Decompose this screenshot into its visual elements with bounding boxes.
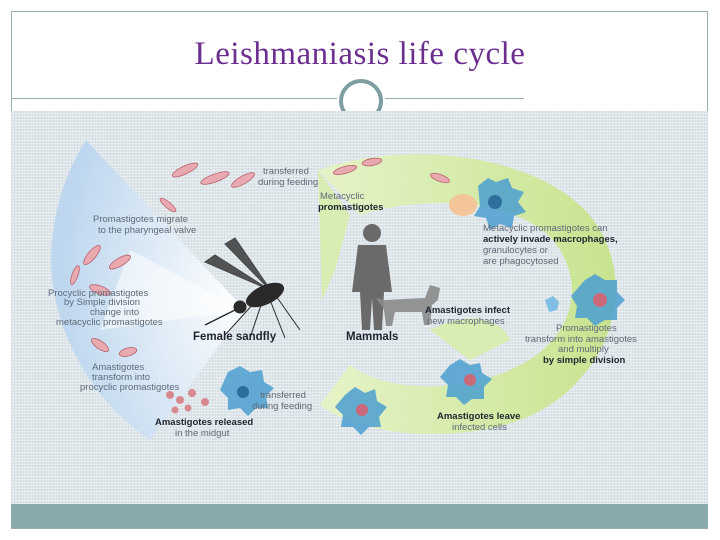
label-procyclic-4: metacyclic promastigotes [56, 317, 163, 328]
label-multiply-4: by simple division [543, 355, 626, 366]
dog-icon [376, 285, 440, 326]
label-invade-4: are phagocytosed [483, 256, 559, 267]
title-divider-right [382, 98, 524, 99]
label-invade-3: granulocytes or [483, 245, 548, 256]
label-migrate-2: to the pharyngeal valve [98, 225, 196, 236]
label-invade-1: Metacyclic promastigotes can [483, 223, 608, 234]
mammal-ring-tail [318, 170, 350, 300]
label-transferred-top-1: transferred [263, 166, 309, 177]
host-label-mammals: Mammals [346, 331, 398, 343]
mammal-ring [318, 154, 616, 435]
label-leave-1: Amastigotes leave [437, 411, 520, 422]
promastigote-group-top [159, 162, 255, 213]
label-leave-2: infected cells [452, 422, 507, 433]
label-infect-1: Amastigotes infect [425, 305, 511, 316]
label-transform-1: Amastigotes [92, 362, 145, 373]
granulocyte-cell [449, 194, 477, 216]
macrophage-cells [220, 178, 625, 435]
label-metacyclic-2: promastigotes [318, 202, 383, 213]
slide-title: Leishmaniasis life cycle [194, 36, 526, 72]
label-transform-3: procyclic promastigotes [80, 382, 180, 393]
label-procyclic-2: by Simple division [64, 297, 140, 308]
host-label-sandfly: Female sandfly [193, 331, 277, 343]
mammal-ring-arc-inner [430, 318, 510, 360]
midgut-amastigotes [166, 389, 209, 414]
promastigote-group-mammal [332, 157, 450, 184]
label-released-1: Amastigotes released [155, 417, 253, 428]
label-transform-2: transform into [92, 372, 150, 383]
footer-bar [11, 504, 708, 528]
label-transferred-bottom-1: transferred [260, 390, 306, 401]
title-divider-left [11, 98, 339, 99]
human-icon [352, 224, 392, 330]
promastigote-group-low [91, 337, 138, 357]
label-invade-2: actively invade macrophages, [483, 234, 618, 245]
label-procyclic-3: change into [90, 307, 139, 318]
label-migrate-1: Promastigotes migrate [93, 214, 188, 225]
sandfly-fan-inner [100, 250, 245, 330]
label-infect-2: new macrophages [427, 316, 505, 327]
sandfly-icon [203, 237, 301, 339]
label-transferred-bottom-2: during feeding [252, 401, 312, 412]
label-procyclic-1: Procyclic promastigotes [48, 288, 149, 299]
label-transferred-top-2: during feeding [258, 177, 318, 188]
label-metacyclic-1: Metacyclic [320, 191, 365, 202]
label-released-2: in the midgut [175, 428, 230, 439]
label-multiply-3: and multiply [558, 344, 609, 355]
label-multiply-1: Promastigotes [556, 323, 617, 334]
promastigote-group-mid [70, 245, 131, 296]
label-multiply-2: transform into amastigotes [525, 334, 637, 345]
